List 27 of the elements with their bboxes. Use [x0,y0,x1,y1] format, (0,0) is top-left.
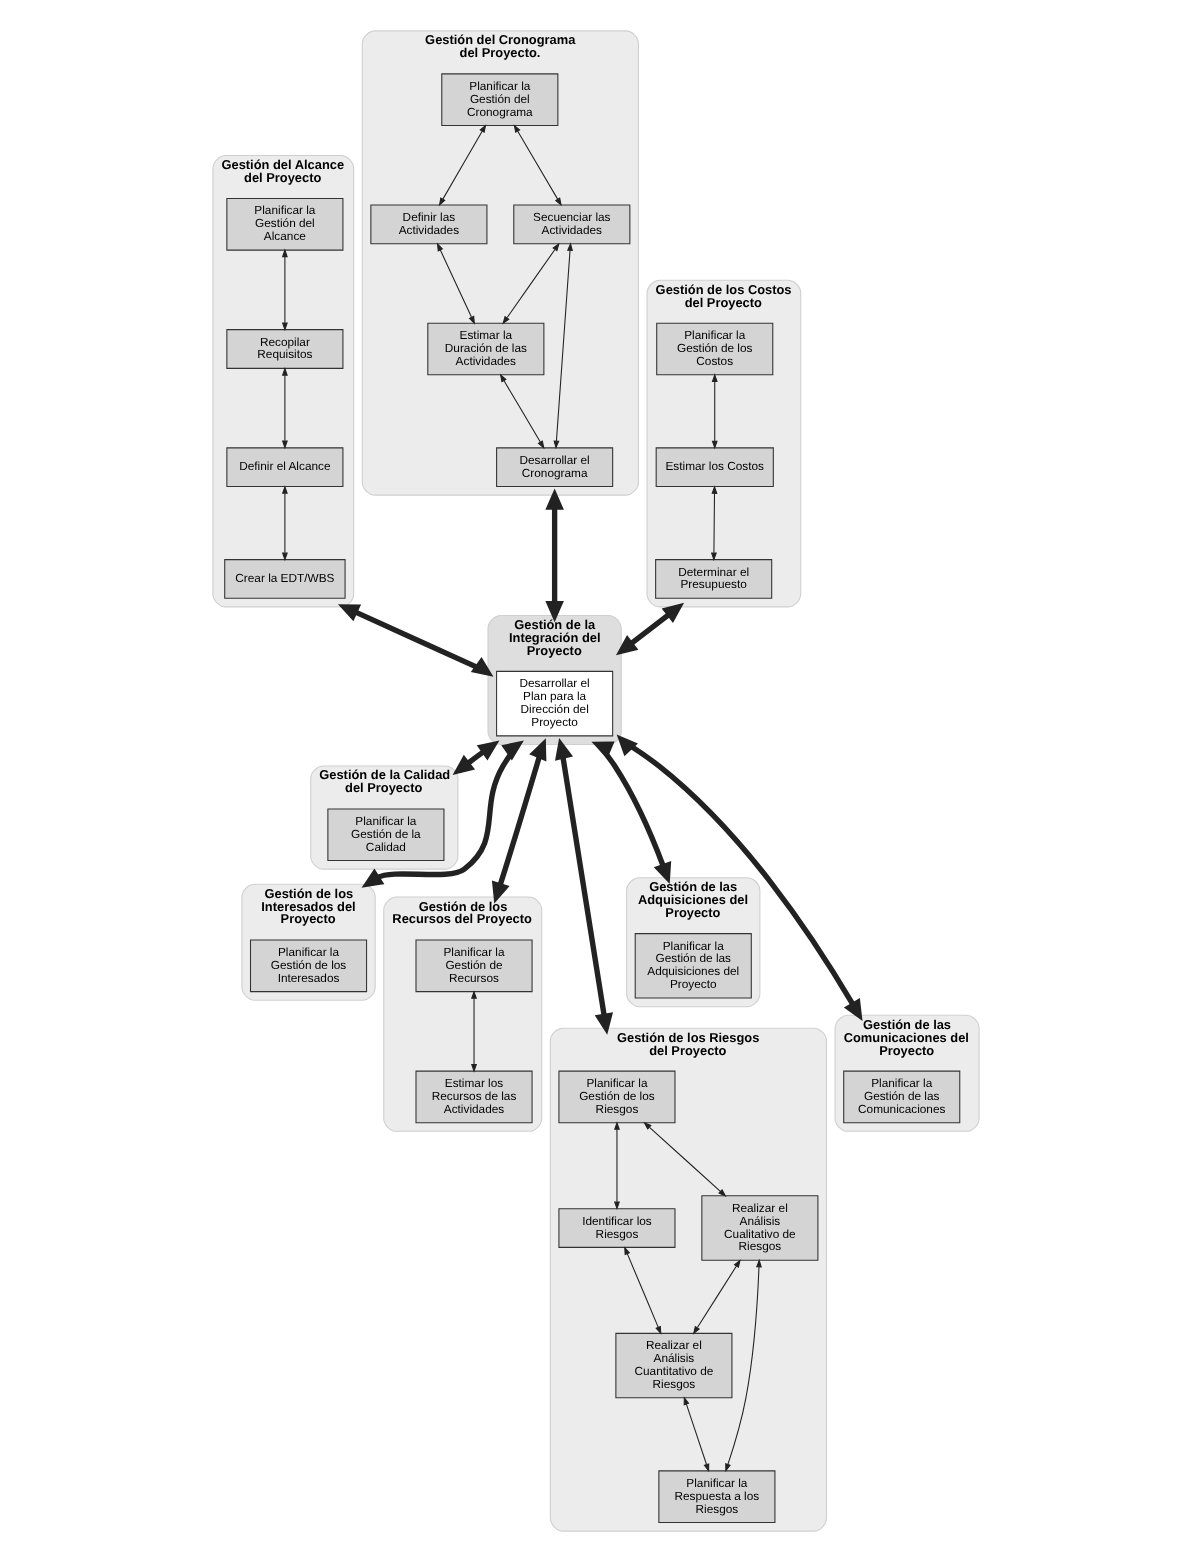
arrow [361,739,524,887]
arrow [615,601,685,655]
arrow [499,372,545,449]
arrow [337,603,494,676]
arrow [502,241,560,324]
arrow [436,241,476,324]
arrow [553,241,573,449]
arrow [624,1245,662,1334]
arrow [513,123,562,206]
arrow [591,740,672,883]
arrow [710,484,718,561]
arrow [643,1120,727,1196]
arrow [452,739,500,775]
arrow [545,487,564,622]
arrow [725,1257,762,1472]
arrow [471,989,478,1072]
arrow [692,1258,741,1334]
arrow [711,372,718,449]
arrow [281,247,288,331]
arrow [491,737,547,903]
arrow [281,484,288,561]
arrow [613,1120,620,1210]
arrow [438,123,487,206]
arrow [555,736,614,1034]
arrow [616,733,863,1021]
arrow [683,1395,710,1472]
arrow [281,366,288,449]
